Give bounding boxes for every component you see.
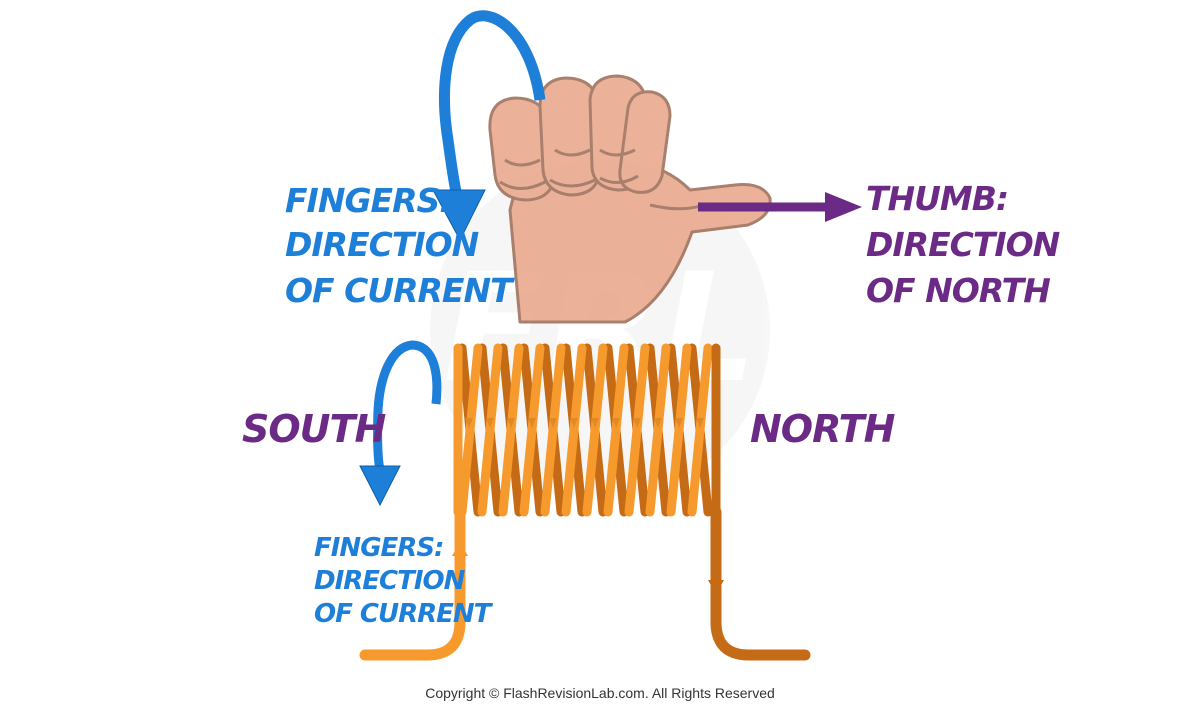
fingers-curl-arrowhead-top — [432, 189, 486, 242]
thumb-arrowhead — [825, 192, 862, 222]
label-fingers-bottom-line3: OF CURRENT — [314, 599, 494, 629]
label-fingers-top-line2: DIRECTION — [285, 225, 479, 264]
copyright-text: Copyright © FlashRevisionLab.com. All Ri… — [425, 685, 775, 701]
finger-little — [618, 90, 672, 194]
fingers-curl-arrow-bottom — [373, 340, 442, 471]
label-thumb: THUMB: DIRECTION OF NORTH — [866, 179, 1061, 310]
left-lead-wire — [359, 506, 466, 661]
label-fingers-bottom: FINGERS: DIRECTION OF CURRENT — [314, 533, 495, 629]
label-thumb-line3: OF NORTH — [866, 271, 1050, 310]
right-lead-arrowhead — [708, 580, 724, 594]
label-north: NORTH — [750, 407, 895, 451]
fingers-curl-arrow-top — [439, 10, 546, 202]
label-fingers-top: FINGERS: DIRECTION OF CURRENT — [285, 181, 516, 310]
label-fingers-bottom-line2: DIRECTION — [314, 566, 466, 596]
coil-current-arrowheads — [465, 418, 704, 428]
label-fingers-top-line3: OF CURRENT — [285, 271, 515, 310]
label-thumb-line1: THUMB: — [866, 179, 1008, 218]
coil-front-strands — [457, 343, 713, 517]
label-thumb-line2: DIRECTION — [866, 225, 1060, 264]
fingers-curl-arrowhead-bottom — [359, 465, 401, 507]
left-lead-arrowhead — [452, 542, 468, 556]
label-south: SOUTH — [242, 407, 385, 451]
label-fingers-bottom-line1: FINGERS: — [314, 533, 443, 563]
right-lead-wire — [710, 506, 811, 661]
label-fingers-top-line1: FINGERS: — [285, 181, 451, 220]
